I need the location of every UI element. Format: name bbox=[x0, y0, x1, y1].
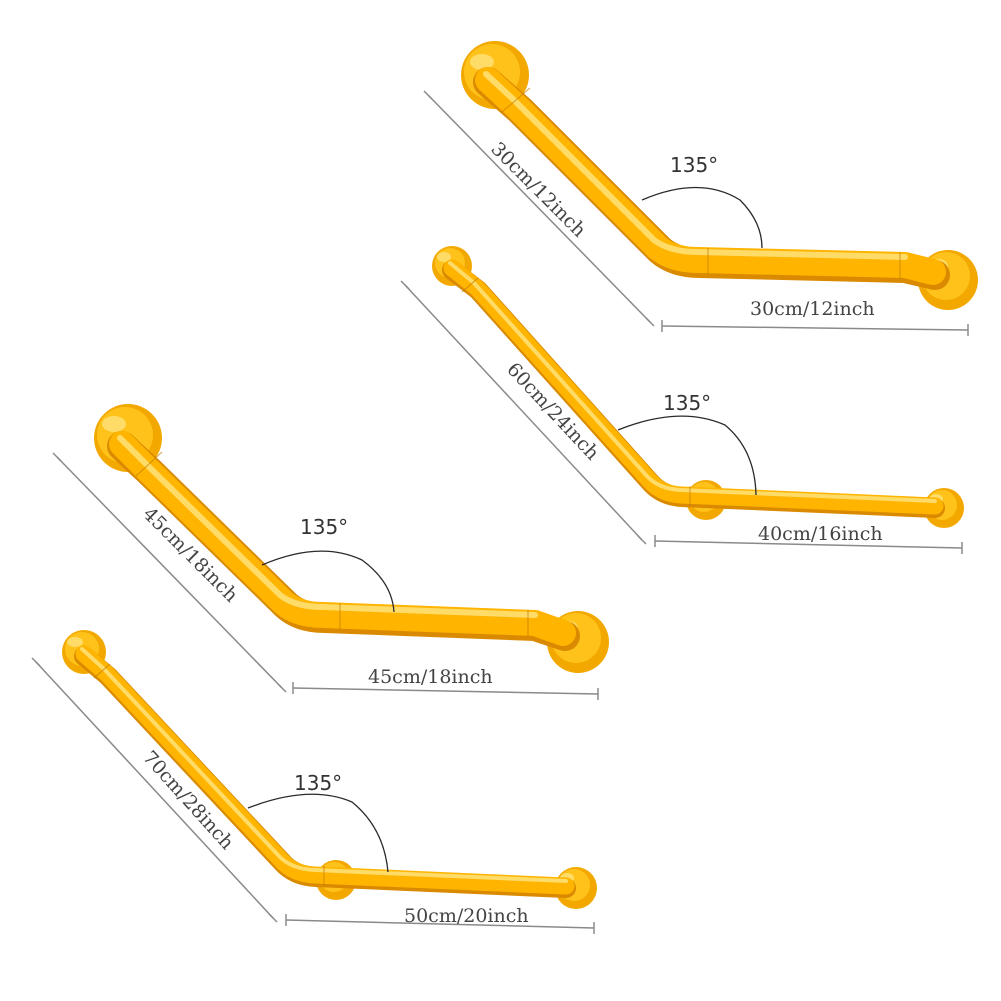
grab-bar-45x45: 135° 45cm/18inch 45cm/18inch bbox=[52, 404, 609, 700]
grab-bar-60x40: 135° 60cm/24inch 40cm/16inch bbox=[400, 246, 964, 554]
angle-label: 135° bbox=[670, 153, 718, 177]
grab-bar-70x50: 135° 70cm/28inch 50cm/20inch bbox=[31, 630, 597, 934]
dimension-line-short bbox=[654, 540, 963, 549]
bar-tube bbox=[107, 431, 580, 651]
angle-label: 135° bbox=[300, 515, 348, 539]
dimension-line-long bbox=[35, 661, 274, 919]
dimension-line-short bbox=[661, 325, 969, 331]
short-side-label: 45cm/18inch bbox=[368, 666, 493, 688]
short-side-label: 30cm/12inch bbox=[750, 298, 875, 320]
dimension-line-short bbox=[292, 687, 599, 695]
dimension-line-long bbox=[404, 284, 643, 541]
angle-arc bbox=[641, 186, 763, 249]
grab-bar-30x30: 135° 30cm/12inch 30cm/12inch bbox=[423, 41, 978, 336]
dimension-line-short bbox=[285, 919, 595, 929]
bar-tube bbox=[442, 259, 945, 518]
angle-label: 135° bbox=[663, 391, 711, 415]
short-side-label: 40cm/16inch bbox=[758, 523, 883, 545]
dimension-line-long bbox=[427, 94, 651, 323]
dimension-line-long bbox=[56, 456, 283, 689]
angle-arc bbox=[617, 415, 757, 496]
bar-tube bbox=[74, 645, 576, 898]
short-side-label: 50cm/20inch bbox=[404, 905, 529, 927]
angle-arc bbox=[247, 793, 389, 873]
angle-label: 135° bbox=[294, 771, 342, 795]
bar-tube bbox=[473, 67, 950, 290]
angle-arc bbox=[261, 550, 395, 613]
